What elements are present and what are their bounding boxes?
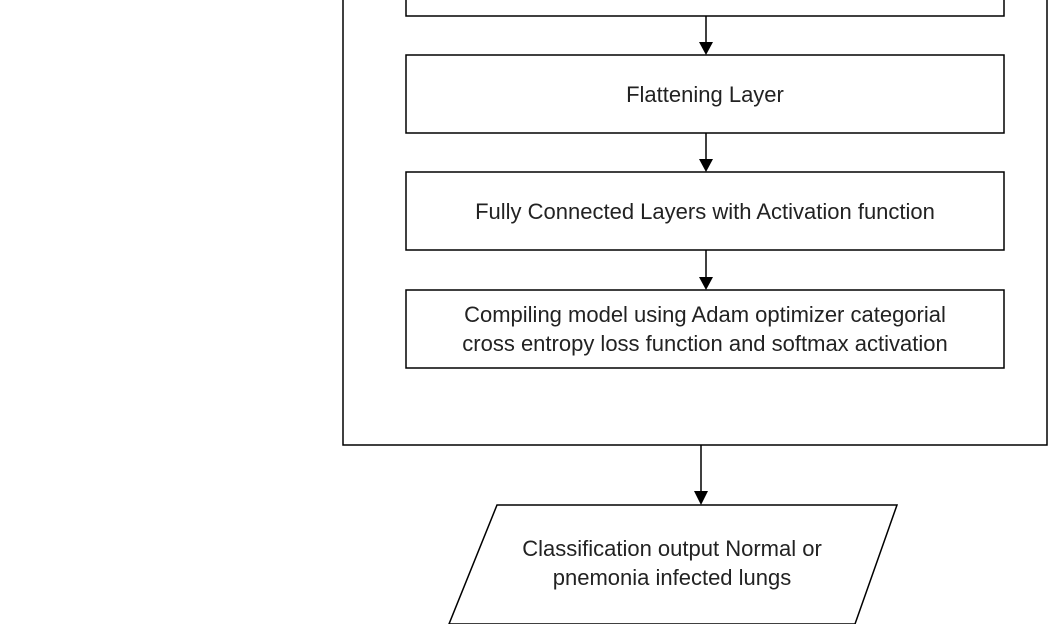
fully-connected-layers-box bbox=[405, 171, 1005, 251]
compiling-model-box bbox=[405, 289, 1005, 369]
compiling-model-text-line1: Compiling model using Adam optimizer cat… bbox=[464, 302, 946, 327]
compiling-model-label: Compiling model using Adam optimizer cat… bbox=[406, 290, 1004, 368]
flattening-layer-box bbox=[405, 54, 1005, 134]
flattening-layer-text: Flattening Layer bbox=[626, 81, 784, 107]
classification-output-label: Classification output Normal or pnemonia… bbox=[460, 520, 884, 606]
model-container-box bbox=[342, 0, 1048, 446]
arrowhead-fully-connected-to-compiling bbox=[699, 277, 713, 290]
fully-connected-layers-label: Fully Connected Layers with Activation f… bbox=[406, 172, 1004, 250]
compiling-model-text-line2: cross entropy loss function and softmax … bbox=[462, 331, 948, 356]
arrowhead-previous-to-flattening bbox=[699, 42, 713, 55]
arrowhead-flattening-to-fully-connected bbox=[699, 159, 713, 172]
fully-connected-layers-text: Fully Connected Layers with Activation f… bbox=[475, 198, 935, 224]
flattening-layer-label: Flattening Layer bbox=[406, 55, 1004, 133]
classification-output-text-line1: Classification output Normal or bbox=[522, 536, 822, 561]
arrowhead-container-to-output bbox=[694, 491, 708, 505]
previous-layer-box bbox=[405, 0, 1005, 17]
classification-output-text-line2: pnemonia infected lungs bbox=[552, 565, 792, 590]
